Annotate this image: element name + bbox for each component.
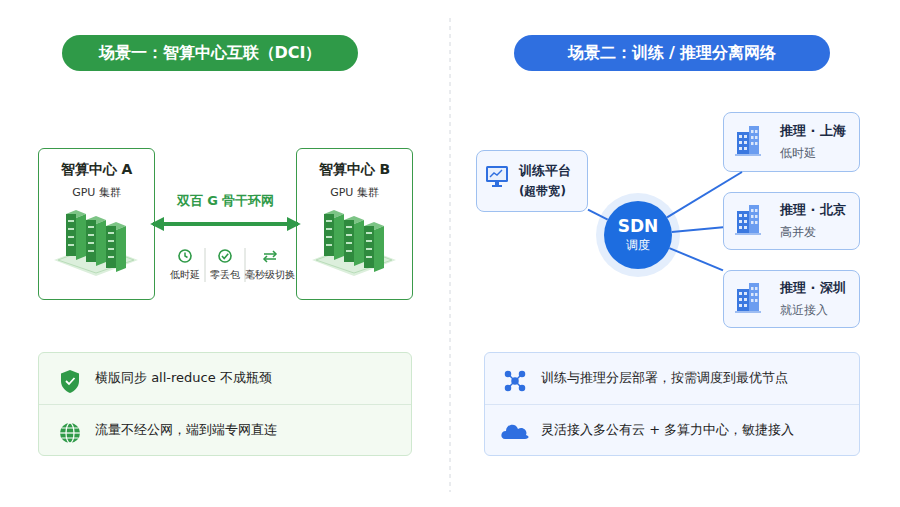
monitor-icon [490, 170, 502, 177]
latency-icon [179, 250, 191, 262]
node-title: 场景二：训练 / 推理分离网络 [568, 43, 777, 64]
node-subtitle: 低时延 [780, 145, 816, 162]
building-icon [735, 283, 761, 313]
datacenter-box: 智算中心 B GPU 集群 [296, 148, 413, 300]
sdn-circle: SDN调度 [604, 201, 672, 269]
node-title: 场景一：智算中心互联（DCI） [99, 43, 322, 64]
latency-icon [179, 250, 191, 262]
monitor-icon [492, 185, 502, 187]
network-icon [515, 374, 522, 381]
benefit-text: 灵活接入多公有云 + 多算力中心，敏捷接入 [485, 404, 859, 455]
feature-label: 毫秒级切换 [245, 268, 295, 282]
inference-node-box: 推理 · 深圳就近接入 [723, 270, 860, 328]
network-icon [512, 378, 518, 384]
switch-icon [264, 253, 276, 255]
benefit-text: 训练与推理分层部署，按需调度到最优节点 [485, 353, 859, 404]
monitor-icon [495, 182, 499, 185]
network-icon [506, 386, 511, 391]
monitor-icon [486, 166, 508, 187]
node-subtitle: 高并发 [780, 224, 816, 241]
building-icon [735, 126, 761, 156]
network-icon [508, 381, 515, 388]
scene-title-pill: 场景二：训练 / 推理分离网络 [514, 35, 830, 71]
cloud-icon [501, 425, 528, 439]
network-icon [520, 386, 525, 391]
switch-icon [264, 258, 276, 260]
network-icon [506, 372, 511, 377]
globe-icon [60, 423, 80, 443]
inference-node-box: 推理 · 北京高并发 [723, 192, 860, 250]
benefit-text: 横版同步 all-reduce 不成瓶颈 [39, 353, 411, 404]
scene-title-pill: 场景一：智算中心互联（DCI） [62, 35, 358, 71]
node-title: 训练平台 [519, 162, 571, 180]
double-arrow [153, 222, 298, 226]
inference-node-box: 推理 · 上海低时延 [723, 112, 860, 172]
network-icon [520, 372, 525, 377]
feature-label: 低时延 [170, 268, 200, 282]
shield-icon [61, 370, 79, 393]
monitor-icon [488, 168, 506, 180]
cloud-icon [501, 425, 528, 439]
server-illustration [312, 210, 396, 276]
latency-icon [185, 253, 188, 258]
node-title: 推理 · 深圳 [780, 279, 846, 297]
network-icon [506, 372, 525, 391]
node-title: 智算中心 A [61, 161, 133, 179]
feature-label: 零丢包 [210, 268, 240, 282]
node-title: 推理 · 北京 [780, 201, 846, 219]
globe-icon [62, 438, 79, 439]
link-line [672, 227, 723, 232]
switch-icon [264, 256, 267, 262]
no-loss-icon [222, 254, 228, 259]
separator-line [205, 248, 206, 282]
node-title: SDN [618, 216, 659, 236]
globe-icon [60, 432, 80, 433]
link-line [669, 248, 723, 270]
network-icon [508, 374, 515, 381]
node-subtitle: GPU 集群 [72, 185, 121, 200]
node-title: 推理 · 上海 [780, 122, 846, 140]
node-subtitle: (超带宽) [519, 183, 566, 200]
no-loss-icon [219, 250, 231, 262]
node-subtitle: 调度 [626, 237, 650, 254]
datacenter-box: 智算中心 A GPU 集群 [38, 148, 155, 300]
node-subtitle: 就近接入 [780, 302, 828, 319]
benefit-panel: 横版同步 all-reduce 不成瓶颈流量不经公网，端到端专网直连 [38, 352, 412, 456]
shield-icon [61, 370, 79, 393]
network-icon [515, 381, 522, 388]
switch-icon [273, 251, 276, 257]
server-illustration [54, 210, 138, 276]
monitor-icon [486, 166, 508, 182]
training-platform-box: 训练平台 (超带宽) [476, 150, 588, 212]
circle-shape [604, 201, 672, 269]
globe-icon [66, 423, 74, 443]
edge-label: 双百 G 骨干环网 [177, 192, 275, 210]
no-loss-icon [219, 250, 231, 262]
node-subtitle: GPU 集群 [330, 185, 379, 200]
globe-icon [60, 423, 80, 443]
link-line [667, 172, 742, 217]
link-line [588, 210, 608, 220]
benefit-text: 流量不经公网，端到端专网直连 [39, 404, 411, 455]
node-title: 智算中心 B [319, 161, 391, 179]
glow-ring [596, 193, 680, 277]
benefit-panel: 训练与推理分层部署，按需调度到最优节点灵活接入多公有云 + 多算力中心，敏捷接入 [484, 352, 860, 456]
divider-line [450, 18, 451, 492]
switch-icon [264, 251, 276, 262]
shield-icon [66, 378, 75, 384]
globe-icon [62, 428, 79, 429]
building-icon [735, 205, 761, 235]
